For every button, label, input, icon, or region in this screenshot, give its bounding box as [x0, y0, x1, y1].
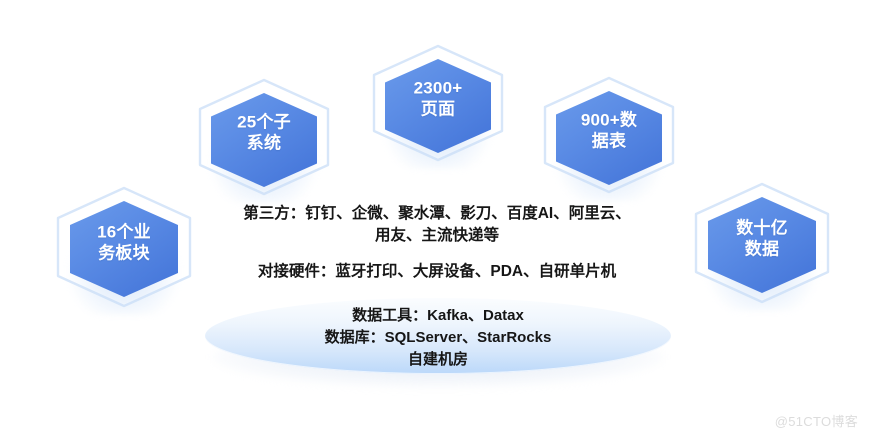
hex-badge-label-data-volume: 数十亿 数据 [736, 218, 788, 259]
hexagon-core [70, 201, 178, 297]
hex-badge-label-business: 16个业 务板块 [97, 222, 151, 263]
platform-text: 数据工具：Kafka、Datax 数据库：SQLServer、StarRocks… [324, 307, 552, 368]
hex-badge-business[interactable]: 16个业 务板块 [56, 186, 192, 316]
hex-badge-label-pages: 2300+ 页面 [413, 78, 463, 119]
hex-badge-label-sub-systems: 25个子 系统 [237, 112, 291, 153]
hex-badge-data-volume[interactable]: 数十亿 数据 [694, 182, 830, 312]
watermark: @51CTO博客 [774, 414, 858, 429]
platform-ellipse [205, 298, 671, 374]
third-party-text: 第三方：钉钉、企微、聚水潭、影刀、百度AI、阿里云、 用友、主流快递等 [243, 205, 631, 244]
hardware-text: 对接硬件：蓝牙打印、大屏设备、PDA、自研单片机 [257, 263, 617, 280]
hex-badge-label-data-tables: 900+数 据表 [580, 110, 638, 151]
hexagon-core [556, 91, 662, 185]
hexagon-core [708, 197, 816, 293]
hex-badge-pages[interactable]: 2300+ 页面 [372, 44, 504, 170]
hex-badge-sub-systems[interactable]: 25个子 系统 [198, 78, 330, 204]
hex-badge-data-tables[interactable]: 900+数 据表 [543, 76, 675, 202]
